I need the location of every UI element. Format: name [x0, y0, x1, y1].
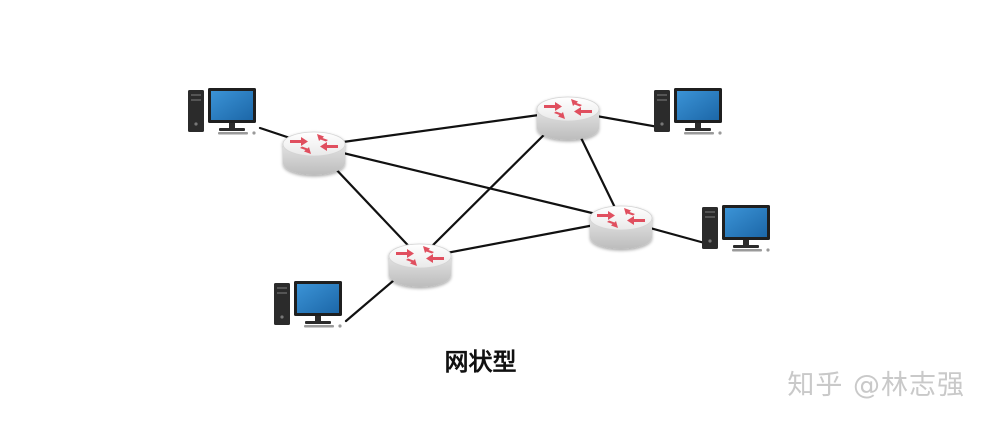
pc-top-left-desktop-computer-icon	[188, 88, 256, 135]
router-arrows-icon	[597, 208, 645, 228]
diagram-title: 网状型	[0, 342, 991, 377]
pc-top-right-desktop-computer-icon	[654, 88, 722, 135]
link-router-left-to-router-right	[312, 144, 623, 222]
diagram-title-text: 网状型	[444, 348, 517, 376]
router-arrows-icon	[544, 99, 592, 119]
pc-right-desktop-computer-icon	[702, 205, 770, 252]
router-arrows-icon	[290, 134, 338, 154]
router-top-right	[536, 96, 600, 140]
link-router-top-right-to-router-bottom	[418, 109, 570, 260]
nodes	[188, 88, 770, 328]
router-right	[589, 205, 653, 249]
link-router-left-to-router-top-right	[312, 109, 570, 148]
router-bottom	[388, 243, 452, 287]
pc-bottom-left-desktop-computer-icon	[274, 281, 342, 328]
router-arrows-icon	[396, 246, 444, 266]
link-router-bottom-to-router-right	[418, 218, 623, 260]
router-left	[282, 131, 346, 175]
watermark: 知乎 @林志强	[787, 370, 965, 401]
